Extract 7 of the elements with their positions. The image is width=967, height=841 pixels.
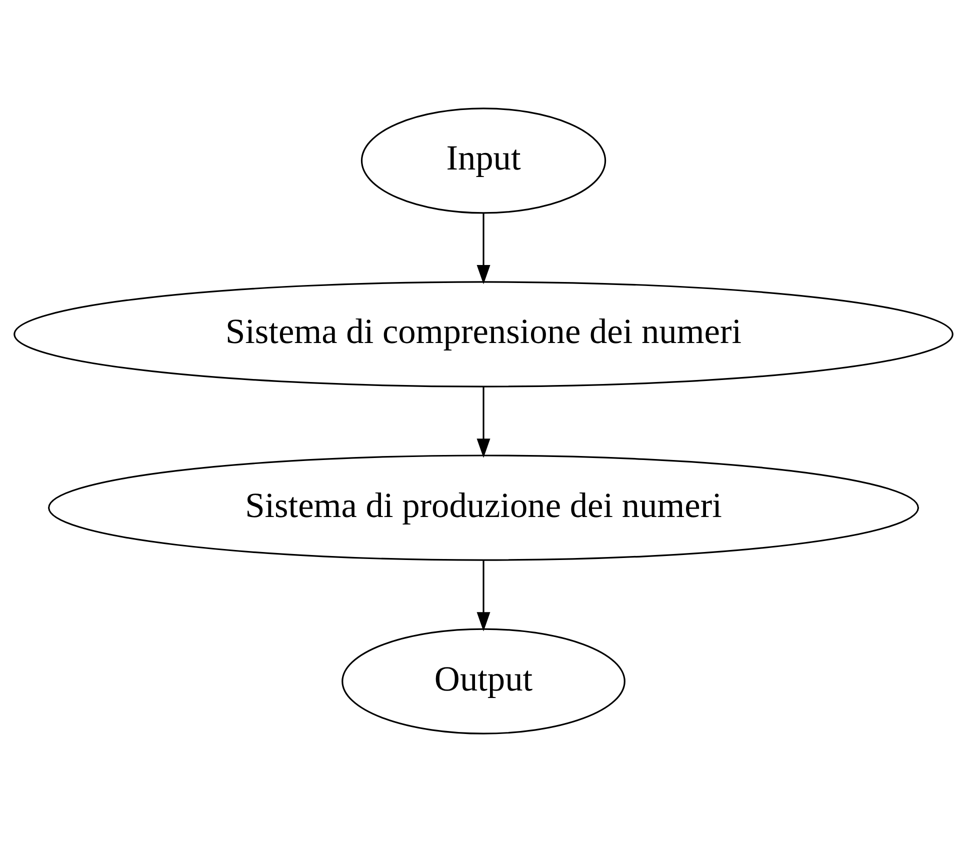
node-ellipse: Input: [360, 107, 606, 214]
node-ellipse: Sistema di produzione dei numeri: [48, 454, 919, 560]
node-ellipse: Output: [342, 628, 626, 734]
node-ellipse: Sistema di comprensione dei numeri: [14, 280, 954, 387]
arrow: [476, 386, 490, 458]
arrow: [476, 560, 490, 631]
arrow: [476, 212, 490, 284]
